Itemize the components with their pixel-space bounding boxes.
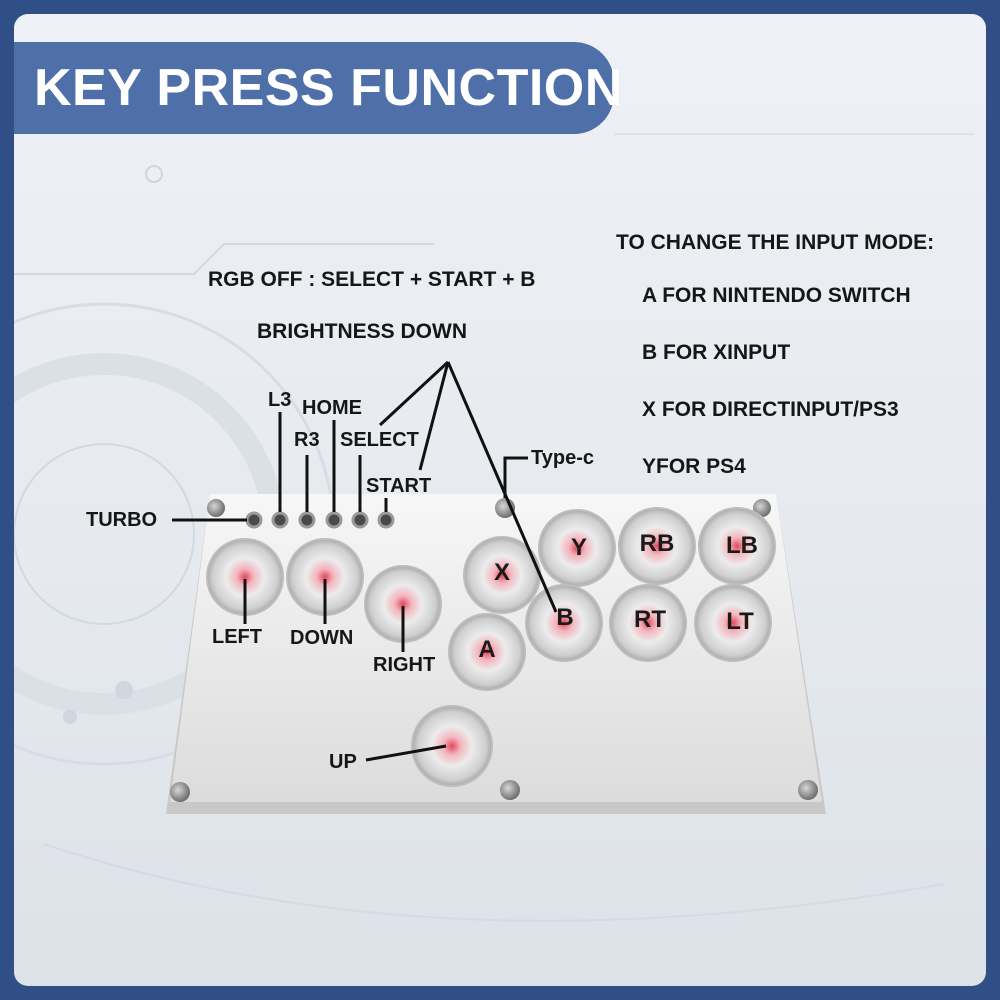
l3-label: L3 xyxy=(268,389,292,411)
input-mode-heading: TO CHANGE THE INPUT MODE: xyxy=(616,231,935,254)
l3-small-button[interactable] xyxy=(271,511,289,529)
a-button[interactable] xyxy=(448,613,526,691)
start-small-button[interactable] xyxy=(377,511,395,529)
screw xyxy=(500,780,520,800)
screw xyxy=(753,499,771,517)
rt-button-label: RT xyxy=(634,606,666,633)
rt-button[interactable] xyxy=(609,584,687,662)
brightness-down-note: BRIGHTNESS DOWN xyxy=(257,320,467,343)
up-button[interactable] xyxy=(411,705,493,787)
rb-button[interactable] xyxy=(618,507,696,585)
small-buttons xyxy=(245,511,395,529)
screw xyxy=(798,780,818,800)
turbo-small-button[interactable] xyxy=(245,511,263,529)
home-small-button[interactable] xyxy=(325,511,343,529)
start-label: START xyxy=(366,475,432,497)
y-button-label: Y xyxy=(570,534,588,561)
input-mode-item: YFOR PS4 xyxy=(642,455,746,478)
input-mode-item: A FOR NINTENDO SWITCH xyxy=(642,284,911,307)
screw xyxy=(170,782,190,802)
product-card xyxy=(14,14,986,986)
select-small-button[interactable] xyxy=(351,511,369,529)
b-button-label: B xyxy=(556,604,574,631)
lb-button-label: LB xyxy=(726,532,758,559)
up-label: UP xyxy=(329,751,357,773)
callout-lines xyxy=(172,360,558,762)
type-c-label: Type-c xyxy=(531,447,594,469)
lb-button[interactable] xyxy=(698,507,776,585)
lt-button-label: LT xyxy=(726,608,754,635)
input-mode-item: B FOR XINPUT xyxy=(642,341,791,364)
home-label: HOME xyxy=(302,397,362,419)
right-label: RIGHT xyxy=(373,654,436,676)
y-button[interactable] xyxy=(538,509,616,587)
lt-button[interactable] xyxy=(694,584,772,662)
screw xyxy=(207,499,225,517)
page-title: KEY PRESS FUNCTION xyxy=(34,59,623,117)
down-label: DOWN xyxy=(290,627,354,649)
b-button[interactable] xyxy=(525,584,603,662)
input-mode-item: X FOR DIRECTINPUT/PS3 xyxy=(642,398,899,421)
select-label: SELECT xyxy=(340,429,419,451)
x-button-label: X xyxy=(493,559,511,586)
r3-small-button[interactable] xyxy=(298,511,316,529)
arcade-buttons xyxy=(206,507,776,787)
a-button-label: A xyxy=(478,636,496,663)
rb-button-label: RB xyxy=(639,530,675,557)
left-label: LEFT xyxy=(212,626,262,648)
title-banner xyxy=(14,42,614,134)
r3-label: R3 xyxy=(294,429,320,451)
rgb-off-note: RGB OFF : SELECT + START + B xyxy=(208,268,536,291)
turbo-label: TURBO xyxy=(86,509,158,531)
